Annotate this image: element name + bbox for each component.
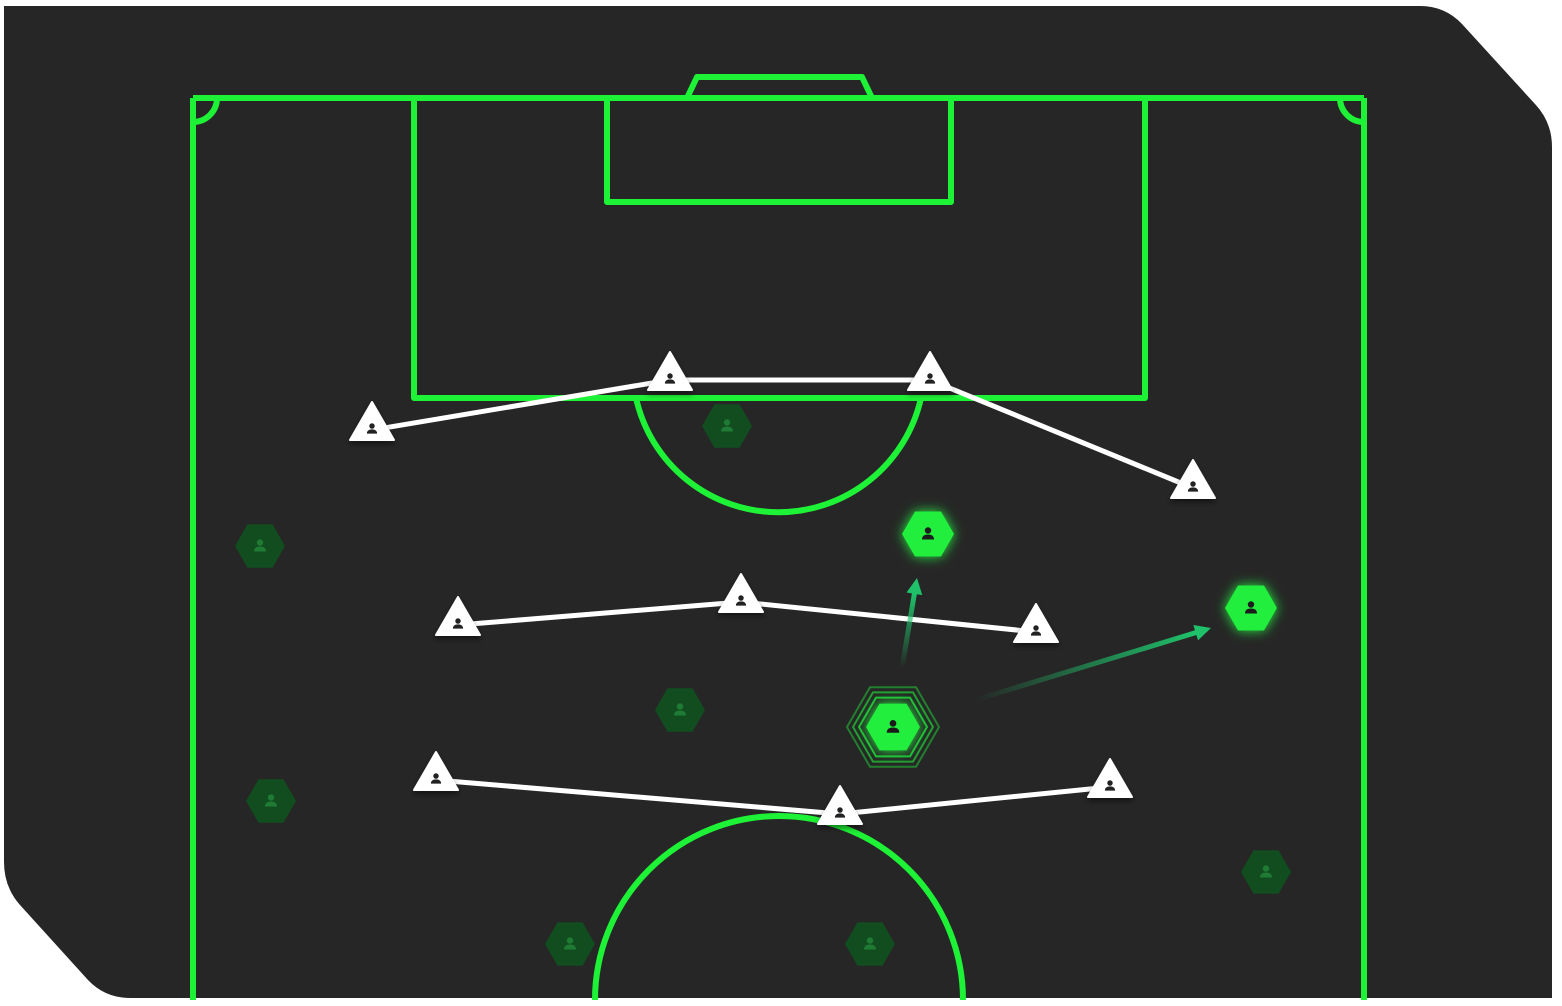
defender-triangle-icon[interactable] [817,785,863,825]
center-circle [592,813,966,1001]
faded-teammate-hexagon-icon[interactable] [845,922,895,966]
faded-teammate-hexagon-icon[interactable] [246,779,296,823]
defender-link-line [837,784,1113,817]
defender-link-line [369,377,673,433]
defender-triangle-icon[interactable] [907,351,953,391]
defender-link-line [433,777,843,817]
target-teammate-hexagon-icon[interactable] [902,511,954,557]
target-teammate-hexagon-icon[interactable] [1225,585,1277,631]
defender-triangle-icon[interactable] [647,351,693,391]
defender-triangle-icon[interactable] [435,596,481,636]
ball-carrier-hexagon-icon[interactable] [845,686,941,768]
defender-triangle-icon[interactable] [349,401,395,441]
defender-triangle-icon[interactable] [1170,459,1216,499]
defensive-line-links [369,377,1196,817]
faded-teammates [235,404,1291,966]
pass-arrows [899,578,1211,703]
pass-arrow [972,625,1211,703]
goal-area [604,95,954,205]
goal-frame [684,74,875,100]
defender-link-line [738,599,1039,635]
faded-teammate-hexagon-icon[interactable] [235,524,285,568]
defender-triangle-icon[interactable] [1013,603,1059,643]
defender-link-line [927,377,1196,491]
defender-triangle-icon[interactable] [1087,758,1133,798]
pass-arrow [899,578,923,671]
players [349,351,1277,825]
board-panel [4,6,1552,998]
defender-triangle-icon[interactable] [413,751,459,791]
faded-teammate-hexagon-icon[interactable] [545,922,595,966]
defender-triangle-icon[interactable] [718,573,764,613]
defender-link-line [455,599,744,628]
penalty-arc [633,397,924,516]
pitch-markings [190,74,1367,1001]
faded-teammate-hexagon-icon[interactable] [702,404,752,448]
faded-teammate-hexagon-icon[interactable] [1241,850,1291,894]
faded-teammate-hexagon-icon[interactable] [655,688,705,732]
corner-arc-left [192,97,220,125]
corner-arc-right [1337,97,1365,125]
